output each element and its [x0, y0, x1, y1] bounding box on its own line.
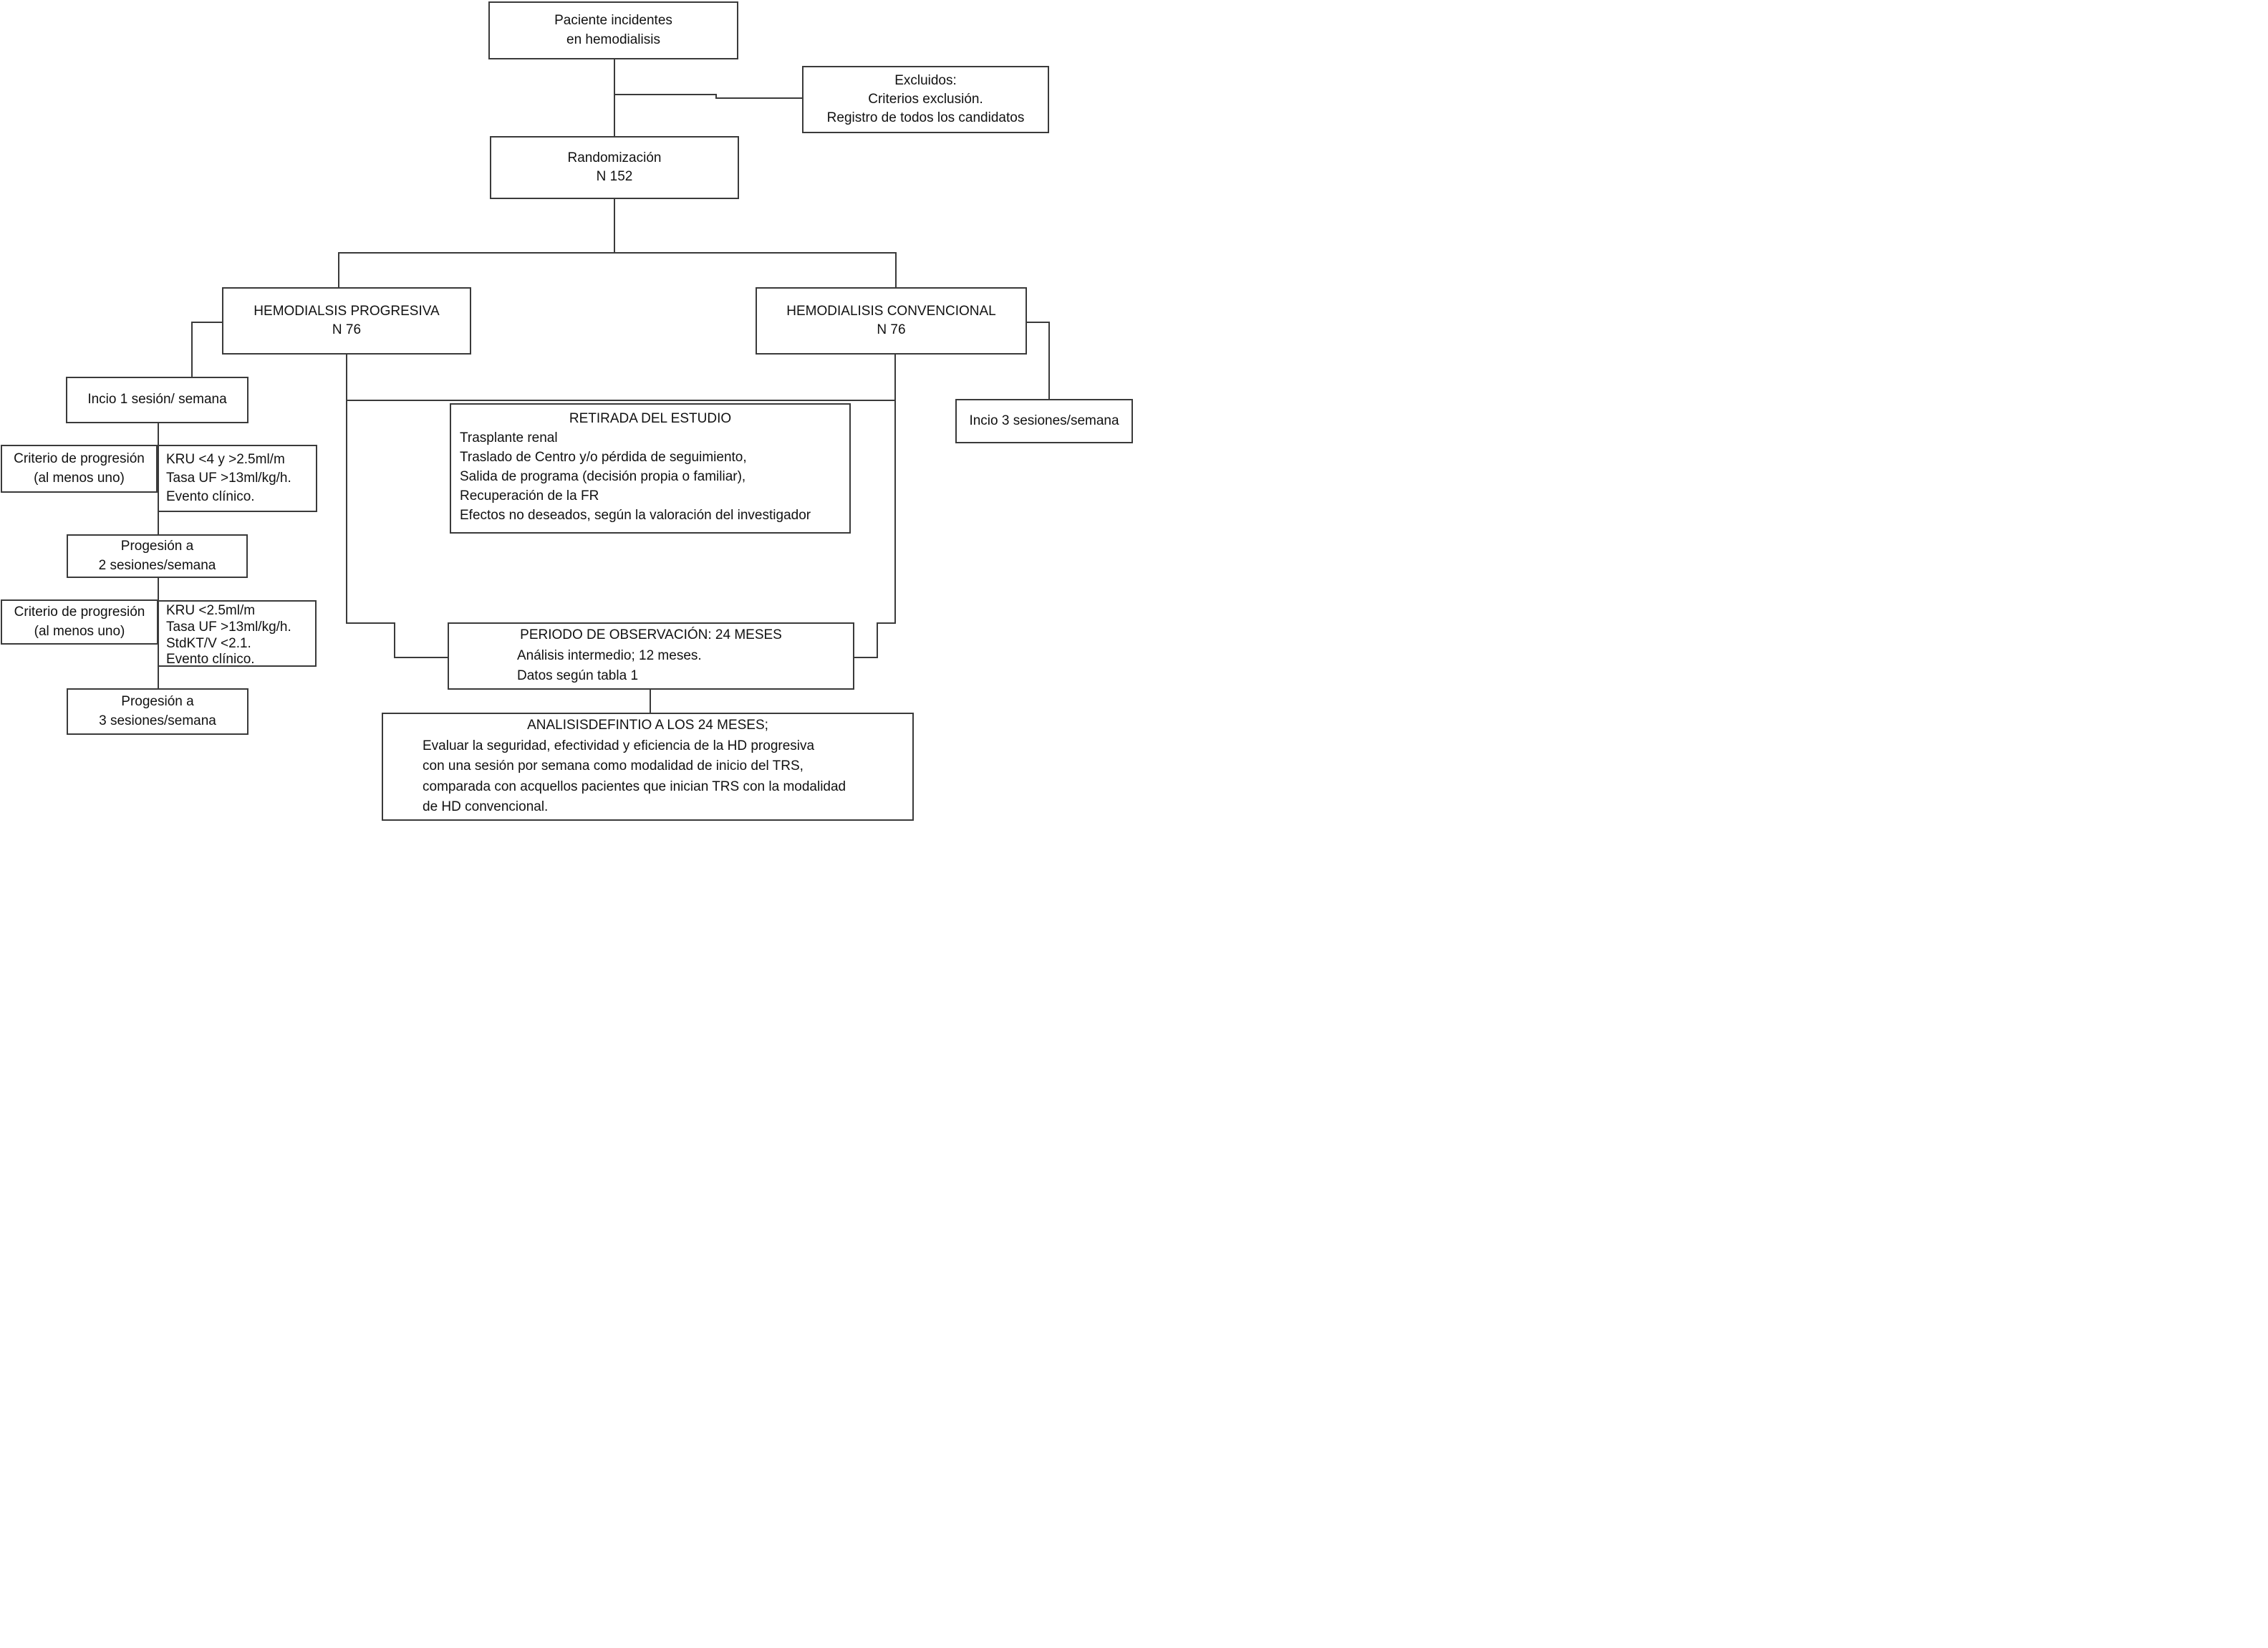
edge-progresiva-chain — [346, 355, 347, 624]
node-text: Efectos no deseados, según la valoración… — [460, 507, 811, 523]
edge-periodo-right-step3 — [854, 657, 878, 658]
node-criterio-progresion-1: Criterio de progresión (al menos uno) — [1, 445, 158, 493]
edge-split-to-progresiva — [338, 252, 339, 287]
edge-periodo-left-step3 — [394, 657, 448, 658]
edge-periodo-left-step1 — [346, 622, 395, 624]
node-title: ANALISISDEFINTIO A LOS 24 MESES; — [527, 718, 768, 733]
node-text: Recuperación de la FR — [460, 488, 599, 503]
node-text: N 76 — [877, 322, 906, 337]
edge-progresiva-incio1-v — [191, 322, 193, 377]
node-criterios-kru-1: KRU <4 y >2.5ml/m Tasa UF >13ml/kg/h. Ev… — [158, 445, 317, 512]
edge-to-excluidos-right — [715, 97, 802, 99]
node-text: Criterio de progresión — [14, 604, 145, 620]
node-text: StdKT/V <2.1. — [166, 635, 251, 651]
node-text: Excluidos: — [894, 72, 957, 88]
node-text: Salida de programa (decisión propia o fa… — [460, 468, 746, 484]
node-text: Randomización — [567, 150, 662, 165]
node-text: con una sesión por semana como modalidad… — [423, 758, 804, 774]
node-text: comparada con acquellos pacientes que in… — [423, 779, 846, 794]
edge-periodo-left-step2 — [394, 622, 395, 658]
node-text: HEMODIALISIS CONVENCIONAL — [786, 303, 996, 319]
node-text: N 152 — [596, 169, 633, 184]
node-text: Tasa UF >13ml/kg/h. — [166, 619, 291, 635]
node-randomizacion: Randomización N 152 — [490, 136, 739, 199]
node-periodo-observacion: PERIODO DE OBSERVACIÓN: 24 MESES Análisi… — [448, 622, 854, 690]
node-analisis-definitivo: ANALISISDEFINTIO A LOS 24 MESES; Evaluar… — [382, 713, 914, 821]
node-text: Criterio de progresión — [14, 451, 145, 467]
edge-retirada-crossbar — [346, 400, 896, 401]
node-text: Datos según tabla 1 — [517, 668, 639, 684]
node-text: Progesión a — [120, 539, 194, 554]
node-text: Incio 3 sesiones/semana — [969, 413, 1119, 428]
node-text: en hemodialisis — [566, 32, 660, 47]
node-text: Análisis intermedio; 12 meses. — [517, 647, 702, 663]
node-pacientes-incidentes: Paciente incidentes en hemodialisis — [488, 1, 738, 59]
edge-to-excluidos-jog — [715, 94, 717, 99]
node-text: Progesión a — [121, 694, 194, 710]
edge-progresiva-incio1-h — [191, 322, 222, 323]
flowchart-canvas: Paciente incidentes en hemodialisis Excl… — [0, 0, 1134, 824]
node-text: (al menos uno) — [34, 623, 125, 639]
node-text: Incio 1 sesión/ semana — [87, 392, 227, 408]
node-hemodialisis-progresiva: HEMODIALSIS PROGRESIVA N 76 — [222, 287, 471, 355]
node-text: Evaluar la seguridad, efectividad y efic… — [423, 738, 815, 753]
node-criterio-progresion-2: Criterio de progresión (al menos uno) — [1, 599, 158, 645]
edge-convencional-incio3-v — [1048, 322, 1050, 399]
node-text: Evento clínico. — [166, 489, 255, 505]
node-text: Trasplante renal — [460, 430, 558, 445]
node-text: Evento clínico. — [166, 652, 255, 668]
edge-periodo-analisis — [650, 690, 651, 713]
edge-paciente-randomizacion — [614, 59, 615, 136]
node-inicio-3-sesiones: Incio 3 sesiones/semana — [955, 399, 1133, 443]
node-inicio-1-sesion: Incio 1 sesión/ semana — [66, 377, 248, 423]
node-text: KRU <4 y >2.5ml/m — [166, 451, 285, 467]
node-text: Traslado de Centro y/o pérdida de seguim… — [460, 449, 747, 465]
node-text: (al menos uno) — [34, 470, 125, 486]
edge-split-to-convencional — [895, 252, 897, 287]
node-text: Tasa UF >13ml/kg/h. — [166, 470, 291, 486]
edge-convencional-chain — [894, 355, 896, 624]
node-text: Paciente incidentes — [554, 13, 672, 29]
node-retirada-del-estudio: RETIRADA DEL ESTUDIO Trasplante renal Tr… — [450, 403, 851, 534]
node-title: PERIODO DE OBSERVACIÓN: 24 MESES — [520, 627, 782, 643]
edge-convencional-incio3-h — [1027, 322, 1050, 323]
edge-periodo-right-step2 — [877, 622, 878, 658]
node-text: Registro de todos los candidatos — [826, 110, 1025, 126]
edge-randomizacion-split — [614, 199, 615, 254]
node-text: Criterios exclusión. — [868, 91, 983, 107]
node-excluidos: Excluidos: Criterios exclusión. Registro… — [802, 66, 1049, 133]
node-hemodialisis-convencional: HEMODIALISIS CONVENCIONAL N 76 — [756, 287, 1027, 355]
edge-split-horizontal — [338, 252, 897, 254]
node-progresion-2-sesiones: Progesión a 2 sesiones/semana — [67, 534, 248, 578]
edge-periodo-right-step1 — [877, 622, 896, 624]
edge-to-excluidos-left — [614, 94, 717, 95]
node-text: 3 sesiones/semana — [99, 713, 216, 728]
node-text: HEMODIALSIS PROGRESIVA — [254, 303, 440, 319]
node-criterios-kru-2: KRU <2.5ml/m Tasa UF >13ml/kg/h. StdKT/V… — [158, 600, 317, 667]
node-text: 2 sesiones/semana — [98, 557, 216, 573]
node-text: KRU <2.5ml/m — [166, 603, 256, 618]
node-title: RETIRADA DEL ESTUDIO — [569, 411, 732, 426]
node-progresion-3-sesiones: Progesión a 3 sesiones/semana — [67, 688, 248, 735]
node-text: de HD convencional. — [423, 799, 549, 815]
node-text: N 76 — [332, 322, 362, 337]
